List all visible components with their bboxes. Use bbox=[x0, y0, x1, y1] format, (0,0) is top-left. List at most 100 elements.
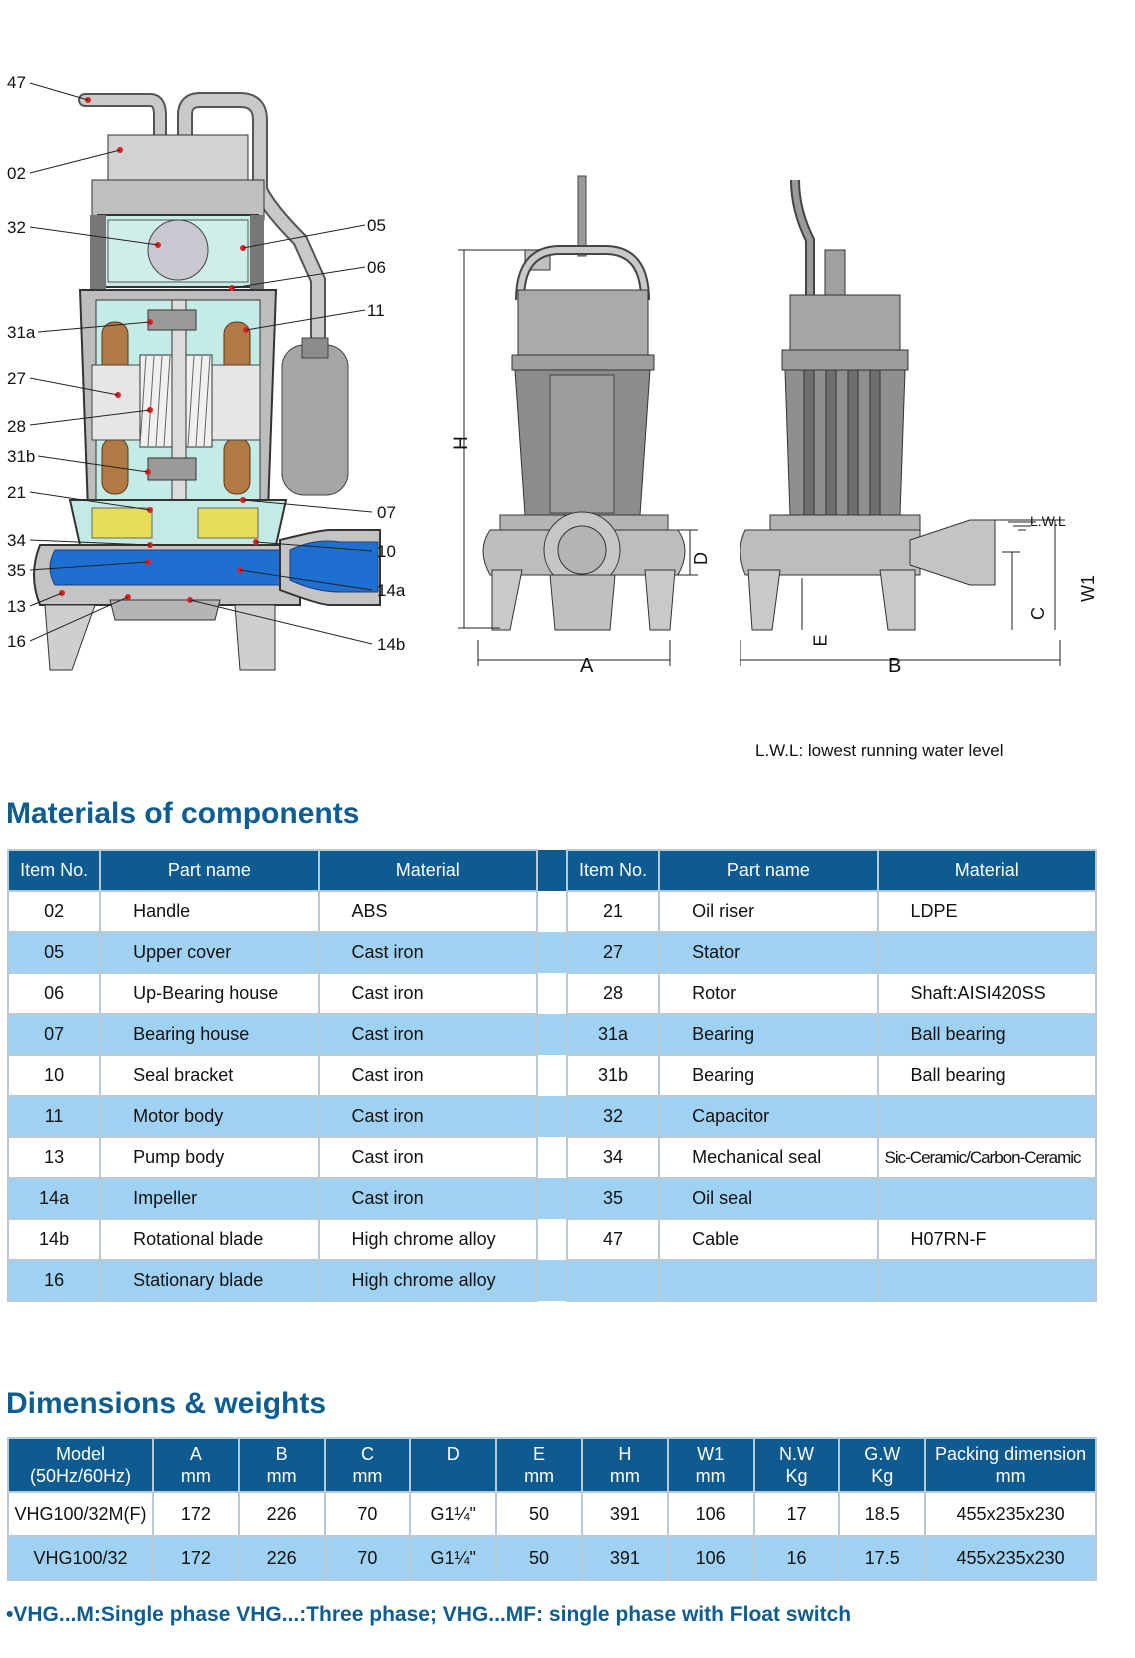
unit-label: mm bbox=[266, 1466, 297, 1486]
gap bbox=[535, 973, 568, 1014]
value-cell: 17.5 bbox=[838, 1535, 927, 1581]
item-no: 14b bbox=[6, 1218, 102, 1261]
part-name: Stationary blade bbox=[99, 1259, 320, 1302]
material: LDPE bbox=[876, 890, 1098, 933]
material: Cast iron bbox=[317, 1136, 538, 1179]
table-row: 11 Motor body Cast iron 32 Capacitor bbox=[6, 1095, 1098, 1138]
value-cell: 391 bbox=[580, 1535, 669, 1581]
gap bbox=[535, 1219, 568, 1260]
value-cell: 17 bbox=[752, 1491, 841, 1537]
item-no: 05 bbox=[6, 931, 102, 974]
model-label: Model bbox=[55, 1444, 105, 1464]
callout-05: 05 bbox=[367, 216, 386, 235]
callout-13: 13 bbox=[7, 597, 26, 616]
material: H07RN-F bbox=[876, 1218, 1098, 1261]
table-row: 07 Bearing house Cast iron 31a Bearing B… bbox=[6, 1013, 1098, 1056]
material: Sic-Ceramic/Carbon-Ceramic bbox=[876, 1136, 1098, 1179]
model-cell: VHG100/32M(F) bbox=[7, 1491, 154, 1537]
value-cell: 455x235x230 bbox=[924, 1535, 1097, 1581]
dim-label-w1: W1 bbox=[1078, 575, 1098, 602]
part-name: Bearing house bbox=[99, 1013, 320, 1056]
value-cell: 70 bbox=[323, 1535, 412, 1581]
part-name: Capacitor bbox=[658, 1095, 879, 1138]
material: High chrome alloy bbox=[317, 1218, 538, 1261]
pump-side-view bbox=[740, 179, 1065, 666]
materials-title: Materials of components bbox=[6, 797, 360, 830]
value-cell: 172 bbox=[151, 1535, 240, 1581]
material: Cast iron bbox=[317, 931, 538, 974]
callout-31b: 31b bbox=[7, 447, 36, 466]
lwl-note: L.W.L: lowest running water level bbox=[755, 741, 1004, 760]
material: Cast iron bbox=[317, 1054, 538, 1097]
unit-label: mm bbox=[995, 1466, 1026, 1486]
part-name: Up-Bearing house bbox=[99, 972, 320, 1015]
header-material: Material bbox=[317, 849, 538, 892]
callout-21: 21 bbox=[7, 483, 26, 502]
item-no: 02 bbox=[6, 890, 102, 933]
material: High chrome alloy bbox=[317, 1259, 538, 1302]
value-cell: 50 bbox=[495, 1535, 583, 1581]
dim-label-e: E bbox=[810, 634, 831, 647]
table-row: 16 Stationary blade High chrome alloy bbox=[6, 1259, 1098, 1302]
part-name: Oil seal bbox=[658, 1177, 879, 1220]
callout-32: 32 bbox=[7, 218, 26, 237]
item-no: 13 bbox=[6, 1136, 102, 1179]
item-no: 14a bbox=[6, 1177, 102, 1220]
item-no: 10 bbox=[6, 1054, 102, 1097]
value-cell: 455x235x230 bbox=[924, 1491, 1097, 1537]
part-name: Rotational blade bbox=[99, 1218, 320, 1261]
table-row: 14a Impeller Cast iron 35 Oil seal bbox=[6, 1177, 1098, 1220]
part-name: Pump body bbox=[99, 1136, 320, 1179]
header-d: D bbox=[409, 1437, 498, 1493]
callout-10: 10 bbox=[377, 542, 396, 561]
dim-label-c: C bbox=[1028, 607, 1048, 620]
callout-11: 11 bbox=[367, 301, 385, 320]
callout-02: 02 bbox=[7, 164, 26, 183]
value-cell: 172 bbox=[151, 1491, 240, 1537]
item-no: 07 bbox=[6, 1013, 102, 1056]
gap bbox=[535, 1096, 568, 1137]
dim-label-a: A bbox=[580, 655, 594, 677]
callout-34: 34 bbox=[7, 531, 26, 550]
callout-14a: 14a bbox=[377, 581, 406, 600]
material: Ball bearing bbox=[876, 1013, 1098, 1056]
header-label: C bbox=[360, 1444, 374, 1464]
header-label: D bbox=[446, 1444, 460, 1464]
unit-label: mm bbox=[352, 1466, 383, 1486]
materials-table: Item No. Part name Material Item No. Par… bbox=[6, 849, 1098, 1302]
item-no: 16 bbox=[6, 1259, 102, 1302]
material: Shaft:AISI420SS bbox=[876, 972, 1098, 1015]
phase-footnote: •VHG...M:Single phase VHG...:Three phase… bbox=[6, 1603, 852, 1626]
header-label: N.W bbox=[778, 1444, 814, 1464]
gap bbox=[535, 1178, 568, 1219]
callout-16: 16 bbox=[7, 632, 26, 651]
callout-31a: 31a bbox=[7, 323, 36, 342]
pump-front-view bbox=[458, 175, 698, 666]
header-label: A bbox=[189, 1444, 202, 1464]
callout-28: 28 bbox=[7, 417, 26, 436]
material: Ball bearing bbox=[876, 1054, 1098, 1097]
model-cell: VHG100/32 bbox=[7, 1535, 154, 1581]
header-part-name: Part name bbox=[99, 849, 320, 892]
value-cell: G1¼" bbox=[409, 1535, 498, 1581]
item-no: 06 bbox=[6, 972, 102, 1015]
table-row: 10 Seal bracket Cast iron 31b Bearing Ba… bbox=[6, 1054, 1098, 1097]
item-no: 32 bbox=[565, 1095, 661, 1138]
part-name: Motor body bbox=[99, 1095, 320, 1138]
dimensions-title: Dimensions & weights bbox=[6, 1387, 327, 1420]
part-name bbox=[658, 1259, 879, 1302]
table-row: 14b Rotational blade High chrome alloy 4… bbox=[6, 1218, 1098, 1261]
part-name: Handle bbox=[99, 890, 320, 933]
part-name: Stator bbox=[658, 931, 879, 974]
material bbox=[876, 1259, 1098, 1302]
value-cell: 70 bbox=[323, 1491, 412, 1537]
dim-label-lwl: L.W.L bbox=[1030, 513, 1066, 529]
